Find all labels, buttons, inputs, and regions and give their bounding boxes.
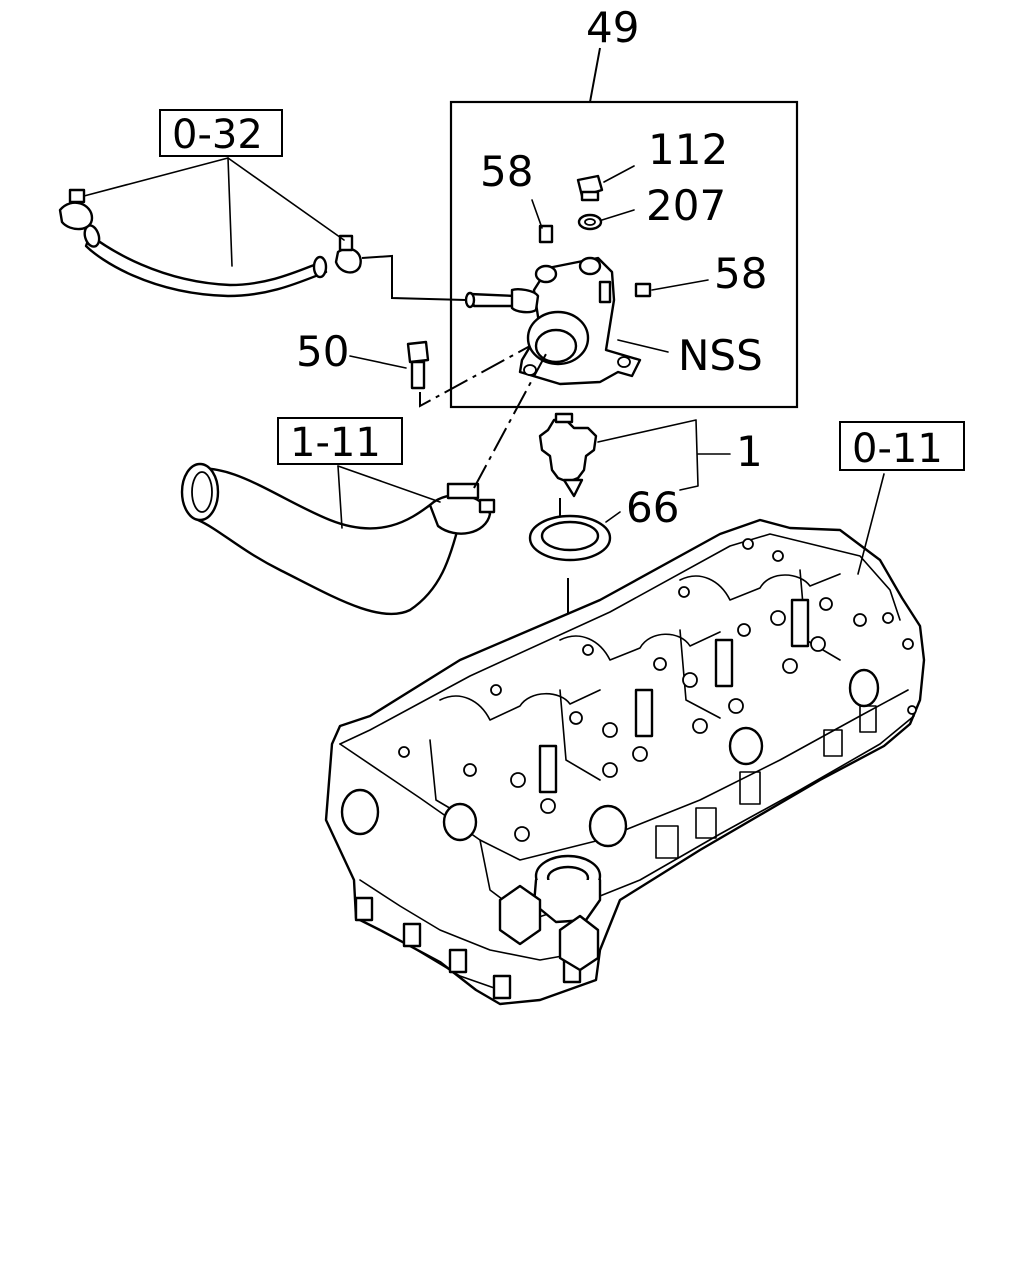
ref-box-011	[839, 421, 965, 471]
leader-032-c	[227, 157, 345, 241]
bolt-50-axis	[419, 345, 531, 408]
leader-111-b	[337, 465, 441, 503]
hose-clamp-left	[58, 188, 94, 231]
leader-66	[605, 511, 621, 523]
upper-hose	[83, 224, 328, 298]
assembly-box	[449, 100, 799, 409]
callout-50[interactable]: 50	[296, 327, 349, 376]
callout-112[interactable]: 112	[648, 125, 728, 174]
callout-66[interactable]: 66	[626, 483, 679, 532]
leader-207	[601, 209, 635, 221]
leader-1-bracket	[597, 419, 699, 491]
leader-111-a	[337, 465, 343, 529]
plug-58-right	[634, 282, 652, 298]
leader-49	[589, 47, 601, 103]
leader-nss	[617, 339, 669, 353]
callout-58-left[interactable]: 58	[480, 147, 533, 196]
cylinder-head	[324, 518, 926, 1006]
callout-49[interactable]: 49	[586, 3, 639, 52]
ref-011[interactable]: 0-11	[852, 426, 943, 472]
leader-011	[857, 473, 885, 575]
connector-line-hose	[361, 254, 467, 301]
leader-50	[349, 355, 407, 369]
callout-1[interactable]: 1	[736, 427, 763, 476]
callout-58-right[interactable]: 58	[714, 249, 767, 298]
ref-box-111	[277, 417, 403, 465]
thermostat-housing	[464, 256, 642, 386]
bolt-50	[406, 340, 430, 390]
plug-58-left	[538, 224, 554, 244]
leader-112	[603, 165, 635, 183]
thermostat	[538, 412, 598, 498]
bolt-112	[576, 174, 604, 202]
ref-box-032	[159, 109, 283, 157]
lower-hose-axis	[473, 353, 547, 489]
callout-nss[interactable]: NSS	[678, 331, 763, 380]
lower-hose	[180, 462, 462, 616]
callout-207[interactable]: 207	[646, 181, 726, 230]
ref-032[interactable]: 0-32	[172, 112, 263, 158]
leader-58-left	[531, 199, 543, 229]
washer-207-hole	[584, 218, 596, 226]
leader-032-b	[227, 157, 233, 267]
leader-032-a	[83, 157, 229, 197]
gasket	[528, 514, 612, 562]
leader-58-right	[651, 279, 709, 291]
ref-111[interactable]: 1-11	[290, 420, 381, 466]
hose-clamp-right	[334, 234, 362, 274]
hose-clamp-lower	[428, 482, 496, 535]
